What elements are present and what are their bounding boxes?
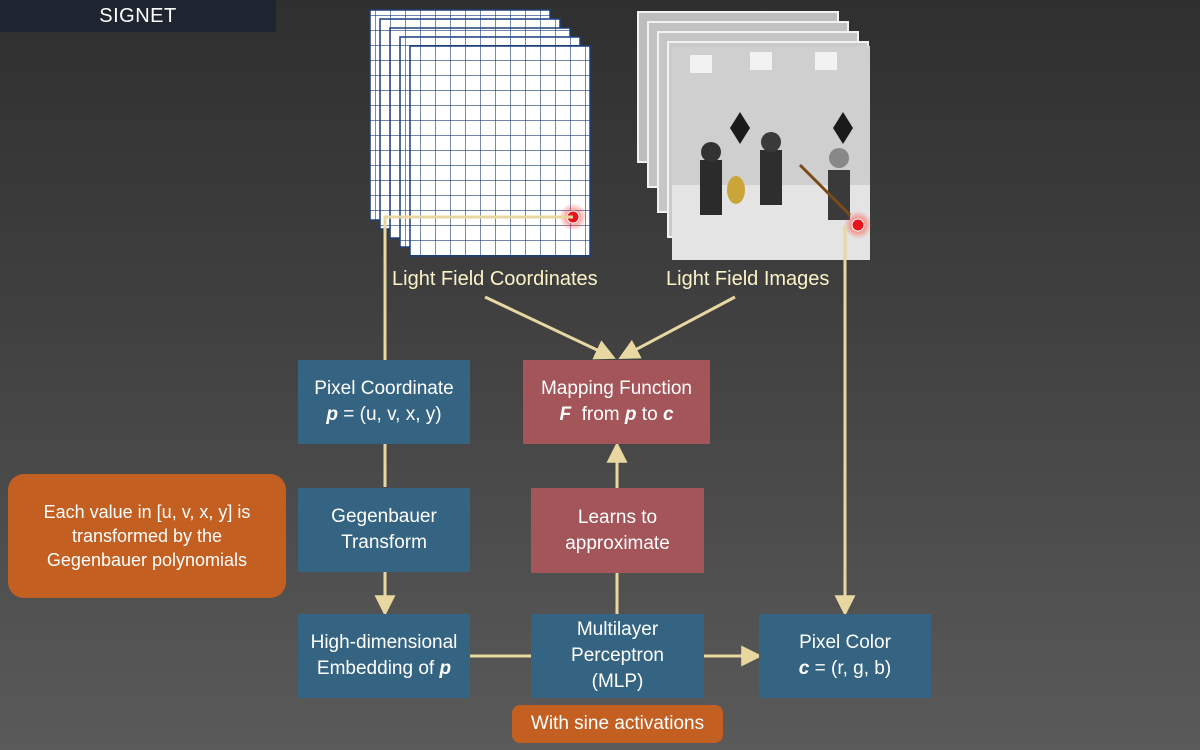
- mapping-function-box: Mapping Function F from p to c: [523, 360, 710, 444]
- arrow-images-to-mapping: [618, 295, 736, 359]
- gegenbauer-line2: Transform: [341, 532, 427, 553]
- light-field-image-stack: [637, 11, 870, 260]
- mapping-function-title: Mapping Function: [540, 378, 693, 399]
- pixel-color-formula: c = (r, g, b): [798, 658, 892, 679]
- pixel-coordinate-title: Pixel Coordinate: [314, 378, 454, 399]
- learns-to-approximate-box: Learns to approximate: [531, 488, 704, 573]
- gegenbauer-note-text: Each value in [u, v, x, y] is transforme…: [43, 502, 251, 570]
- embedding-line2: Embedding of p: [316, 658, 452, 679]
- sine-activations-badge: With sine activations: [512, 705, 723, 743]
- coordinate-grid-stack: [369, 9, 591, 257]
- pixel-coordinate-formula: p = (u, v, x, y): [326, 404, 442, 425]
- embedding-box: High-dimensional Embedding of p: [298, 614, 470, 698]
- image-point: [851, 218, 865, 232]
- light-field-images-label: Light Field Images: [666, 268, 830, 290]
- lego-scene-image: [672, 46, 870, 260]
- learns-line2: approximate: [565, 532, 670, 554]
- pixel-color-box: Pixel Color c = (r, g, b): [759, 614, 931, 698]
- mapping-function-formula: F from p to c: [559, 404, 674, 425]
- mlp-box: Multilayer Perceptron (MLP): [531, 614, 704, 698]
- mlp-line1: Multilayer: [576, 619, 659, 640]
- pixel-color-title: Pixel Color: [799, 632, 891, 653]
- sine-activations-text: With sine activations: [530, 713, 705, 734]
- connector-grid-to-pixel-coordinate: [383, 215, 573, 360]
- gegenbauer-note-callout: Each value in [u, v, x, y] is transforme…: [8, 474, 286, 598]
- mlp-line2: Perceptron: [571, 645, 664, 666]
- light-field-coordinates-label: Light Field Coordinates: [392, 268, 598, 290]
- learns-line1: Learns to: [577, 506, 658, 528]
- pixel-coordinate-box: Pixel Coordinate p = (u, v, x, y): [298, 360, 470, 444]
- mlp-line3: (MLP): [591, 671, 644, 692]
- gegenbauer-line1: Gegenbauer: [331, 506, 437, 527]
- arrow-coords-to-mapping: [484, 295, 616, 360]
- gegenbauer-transform-box: Gegenbauer Transform: [298, 488, 470, 572]
- slide-title: SIGNET: [0, 0, 276, 32]
- embedding-line1: High-dimensional: [310, 632, 458, 653]
